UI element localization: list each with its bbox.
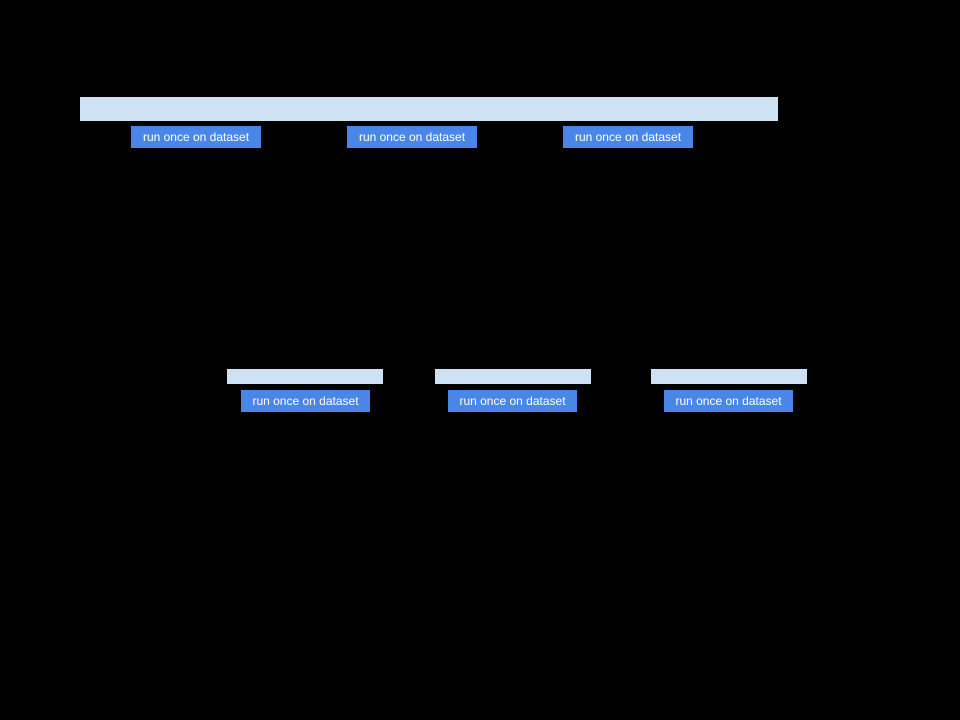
dataset-chunk-bar [227, 369, 383, 384]
run-once-button[interactable]: run once on dataset [448, 390, 577, 412]
run-once-button[interactable]: run once on dataset [347, 126, 477, 148]
run-once-button[interactable]: run once on dataset [241, 390, 370, 412]
run-once-button[interactable]: run once on dataset [664, 390, 793, 412]
dataset-chunk-bar [435, 369, 591, 384]
run-once-button[interactable]: run once on dataset [131, 126, 261, 148]
dataset-chunk-bar [651, 369, 807, 384]
run-once-button[interactable]: run once on dataset [563, 126, 693, 148]
full-dataset-bar [80, 97, 778, 121]
